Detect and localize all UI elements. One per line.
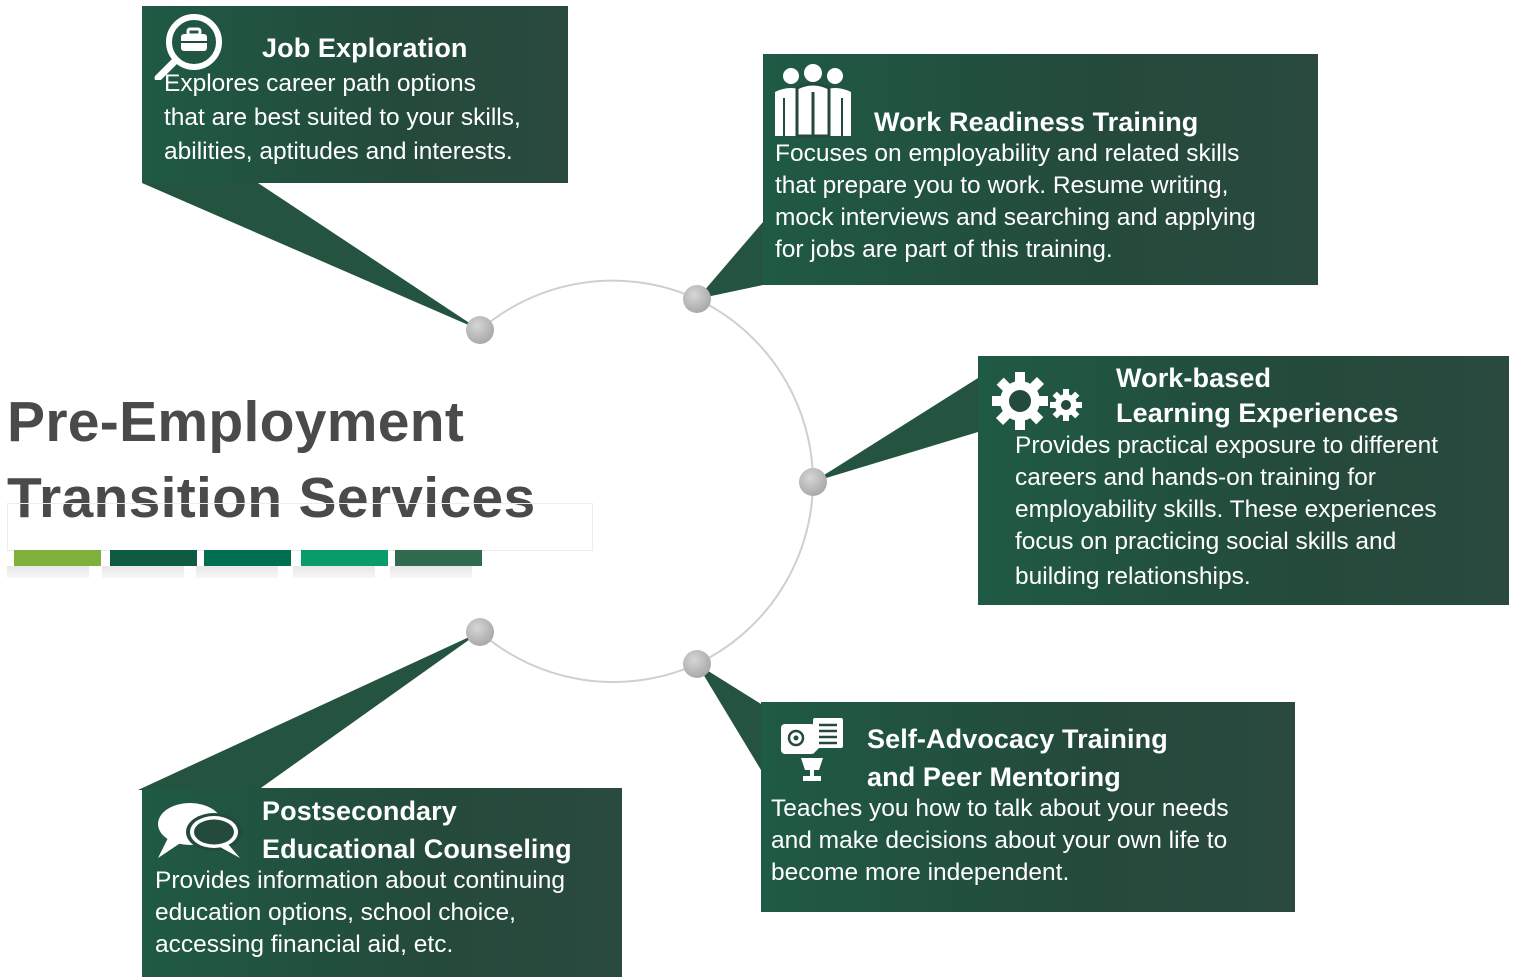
work-based-line-2: careers and hands-on training for (1015, 464, 1376, 491)
accent-bar-shadow-1 (7, 566, 89, 578)
postsecondary-card: Postsecondary Educational Counseling Pro… (142, 788, 622, 977)
job-exploration-line-1: Explores career path options (164, 70, 476, 97)
job-exploration-line-2: that are best suited to your skills, (164, 104, 521, 131)
pointer-work-based (813, 378, 978, 482)
self-advocacy-line-1: Teaches you how to talk about your needs (771, 795, 1229, 822)
postsecondary-line-1: Provides information about continuing (155, 867, 565, 894)
pointer-self-advocacy (697, 664, 761, 770)
page-title-line-2: Transition Services (7, 466, 536, 530)
work-readiness-card: Work Readiness Training Focuses on emplo… (763, 54, 1318, 285)
group-people-icon (775, 64, 851, 138)
job-exploration-card: Job Exploration Explores career path opt… (142, 6, 568, 183)
self-advocacy-line-3: become more independent. (771, 859, 1070, 886)
node-postsecondary (466, 618, 494, 646)
accent-bar-4 (301, 550, 388, 566)
work-readiness-line-1: Focuses on employability and related ski… (775, 140, 1240, 167)
self-advocacy-title-line-1: Self-Advocacy Training (867, 724, 1168, 754)
chat-trophy-icon (781, 718, 843, 781)
accent-bar-1 (14, 550, 101, 566)
work-readiness-line-2: that prepare you to work. Resume writing… (775, 172, 1229, 199)
work-based-card: Work-based Learning Experiences Provides… (978, 356, 1509, 605)
work-based-line-1: Provides practical exposure to different (1015, 432, 1439, 459)
pointer-postsecondary (138, 632, 480, 790)
node-job-exploration (466, 316, 494, 344)
title-underline-box (7, 503, 593, 551)
page-title-line-1: Pre-Employment (7, 390, 465, 454)
self-advocacy-title-line-2: and Peer Mentoring (867, 762, 1121, 792)
work-based-line-3: employability skills. These experiences (1015, 496, 1437, 523)
self-advocacy-card: Self-Advocacy Training and Peer Mentorin… (761, 702, 1295, 912)
work-readiness-line-3: mock interviews and searching and applyi… (775, 204, 1256, 231)
postsecondary-line-2: education options, school choice, (155, 899, 516, 926)
pointer-work-readiness (697, 222, 763, 299)
speech-bubbles-icon (158, 803, 242, 858)
work-based-line-4: focus on practicing social skills and (1015, 528, 1397, 555)
self-advocacy-line-2: and make decisions about your own life t… (771, 827, 1228, 854)
job-exploration-title: Job Exploration (262, 33, 468, 63)
postsecondary-title-line-2: Educational Counseling (262, 834, 572, 864)
gears-icon (992, 372, 1082, 430)
postsecondary-title-line-1: Postsecondary (262, 796, 457, 826)
node-work-based (799, 468, 827, 496)
work-based-line-5: building relationships. (1015, 563, 1251, 590)
work-readiness-line-4: for jobs are part of this training. (775, 236, 1113, 263)
node-work-readiness (683, 285, 711, 313)
work-based-title-line-2: Learning Experiences (1116, 398, 1399, 428)
work-readiness-title: Work Readiness Training (874, 107, 1199, 137)
job-exploration-line-3: abilities, aptitudes and interests. (164, 138, 513, 165)
accent-bar-2 (110, 550, 197, 566)
accent-bar-3 (204, 550, 291, 566)
accent-bar-shadow-5 (390, 566, 472, 578)
accent-bar-shadow-3 (196, 566, 278, 578)
pointer-job-exploration (142, 183, 480, 330)
node-self-advocacy (683, 650, 711, 678)
work-based-title-line-1: Work-based (1116, 363, 1272, 393)
accent-bar-shadow-2 (102, 566, 184, 578)
accent-bar-5 (395, 550, 482, 566)
accent-bar-shadow-4 (293, 566, 375, 578)
postsecondary-line-3: accessing financial aid, etc. (155, 931, 454, 958)
page-title: Pre-Employment Transition Services (7, 384, 535, 536)
magnifier-briefcase-icon (154, 14, 222, 80)
